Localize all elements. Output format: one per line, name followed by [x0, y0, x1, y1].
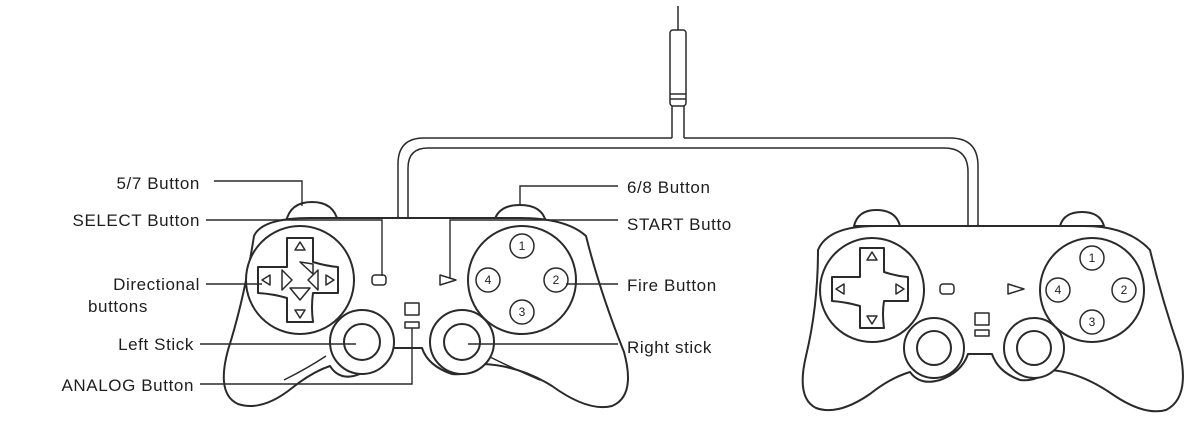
select-button-right [939, 283, 955, 295]
directional-pad-right [831, 247, 909, 329]
label-left-stick: Left Stick [118, 335, 194, 354]
start-button-right [1007, 283, 1025, 295]
face-button-4 [475, 267, 501, 293]
face-button-3-label: 3 [519, 305, 526, 319]
analog-button-right [974, 312, 990, 326]
face-button-3 [509, 299, 535, 325]
face-button-1 [509, 233, 535, 259]
controller-left: 1 2 3 4 [222, 201, 629, 409]
face-button-4-label: 4 [485, 273, 492, 287]
face-button-3-right-label: 3 [1089, 315, 1096, 329]
label-select-button: SELECT Button [73, 211, 201, 230]
label-right-stick: Right stick [627, 338, 712, 357]
label-fire-button: Fire Button [627, 276, 717, 295]
face-button-2-right-label: 2 [1121, 283, 1128, 297]
label-analog-button: ANALOG Button [61, 376, 194, 395]
analog-button [404, 302, 420, 316]
face-button-1-right-label: 1 [1089, 251, 1096, 265]
face-button-2-label: 2 [553, 273, 560, 287]
directional-pad [257, 237, 339, 323]
controller-right: 1 2 3 4 [801, 209, 1184, 413]
shoulder-button-left [853, 209, 901, 227]
face-button-4-right-label: 4 [1055, 283, 1062, 297]
label-directional-line1: Directional [113, 275, 200, 294]
face-button-2 [543, 267, 569, 293]
usb-cable [397, 6, 979, 238]
face-button-4-right [1045, 277, 1071, 303]
label-5-7-button: 5/7 Button [116, 174, 200, 193]
face-button-1-label: 1 [519, 239, 526, 253]
label-directional-line2: buttons [88, 297, 148, 316]
leader-lines [200, 180, 618, 385]
face-button-2-right [1111, 277, 1137, 303]
shoulder-button-right [1059, 211, 1105, 227]
label-start-button: START Butto [627, 215, 732, 234]
start-button [439, 274, 457, 286]
select-button [371, 274, 387, 286]
face-button-3-right [1079, 309, 1105, 335]
label-6-8-button: 6/8 Button [627, 178, 711, 197]
face-button-1-right [1079, 245, 1105, 271]
